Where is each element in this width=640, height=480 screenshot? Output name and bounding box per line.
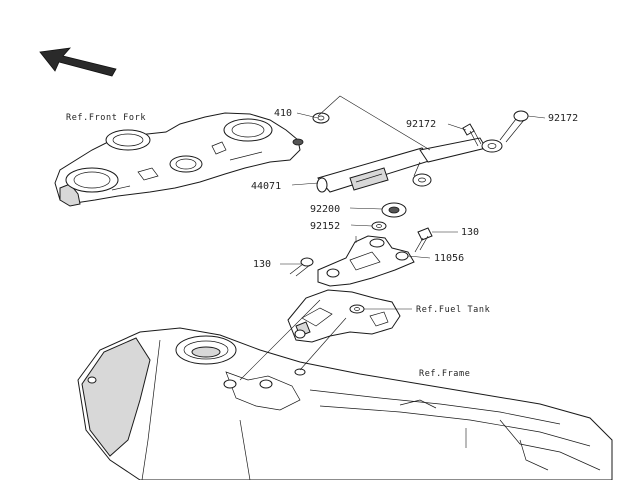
label-11056: 11056 (434, 253, 464, 264)
leader-lines (239, 95, 546, 448)
collar-92200 (381, 202, 407, 218)
upper-triple-clamp (54, 112, 304, 207)
bolt-130-right (414, 227, 433, 253)
label-92200: 92200 (310, 204, 340, 215)
front-direction-arrow (39, 47, 117, 77)
label-92172-right: 92172 (548, 113, 578, 124)
label-130-right: 130 (461, 227, 479, 238)
main-frame (77, 327, 613, 480)
fuel-tank-mount (287, 289, 401, 343)
label-ref-frame: Ref.Frame (419, 369, 470, 379)
label-92172-left: 92172 (406, 119, 436, 130)
label-410: 410 (274, 108, 292, 119)
bolt-92172-left (462, 123, 482, 147)
washer-92152 (371, 221, 387, 231)
label-92152: 92152 (310, 221, 340, 232)
label-130-left: 130 (253, 259, 271, 270)
washer-410 (312, 112, 330, 124)
bracket-11056 (317, 235, 415, 287)
label-ref-front-fork: Ref.Front Fork (66, 113, 146, 123)
bolt-130-left (289, 257, 314, 277)
label-ref-fuel-tank: Ref.Fuel Tank (416, 305, 490, 315)
steering-damper-44071 (316, 137, 503, 193)
label-44071: 44071 (251, 181, 281, 192)
bolt-92172-right (499, 110, 529, 143)
